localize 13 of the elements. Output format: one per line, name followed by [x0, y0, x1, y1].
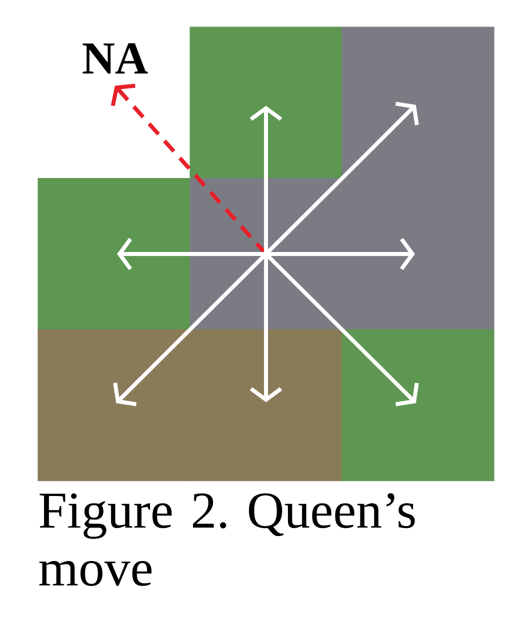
arrow: [117, 238, 266, 270]
board-square: [342, 178, 494, 330]
arrow: [266, 238, 415, 270]
board-square: [38, 178, 190, 330]
caption: Figure 2. Queen’s move: [39, 493, 415, 586]
node-label: NA: [82, 43, 148, 74]
board-square: [190, 26, 342, 179]
board-square: [38, 329, 190, 482]
arrow: [250, 254, 282, 402]
arrow: [250, 106, 282, 254]
board-square: [342, 26, 494, 179]
board-square: [342, 329, 494, 482]
board-square: [190, 329, 342, 482]
